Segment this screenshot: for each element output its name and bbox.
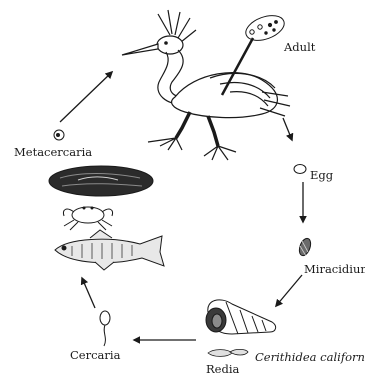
arrow-miracidium-to-snail	[276, 275, 302, 306]
miracidium-icon	[297, 237, 313, 257]
adult-fluke-icon	[242, 11, 287, 45]
killifish-icon	[55, 230, 164, 270]
egg-icon	[294, 165, 306, 174]
snail-icon	[206, 300, 276, 334]
arrow-metacercaria-to-egret	[60, 72, 112, 122]
arrow-cercaria-to-fish	[82, 278, 95, 308]
label-egg: Egg	[310, 170, 333, 182]
crab-icon	[63, 207, 112, 230]
label-miracidium: Miracidium	[304, 264, 365, 276]
redia-icon	[208, 349, 248, 356]
label-adult: Adult	[284, 42, 315, 54]
arrow-adult-to-egg	[283, 118, 292, 140]
mudflat-icon	[49, 166, 153, 196]
label-cercaria: Cercaria	[70, 350, 120, 362]
label-redia: Redia	[206, 364, 239, 376]
metacercaria-cyst-icon	[54, 130, 64, 140]
label-snail-species: Cerithidea californica	[255, 352, 365, 364]
cercaria-icon	[100, 311, 110, 346]
label-metacercaria: Metacercaria	[14, 147, 92, 159]
